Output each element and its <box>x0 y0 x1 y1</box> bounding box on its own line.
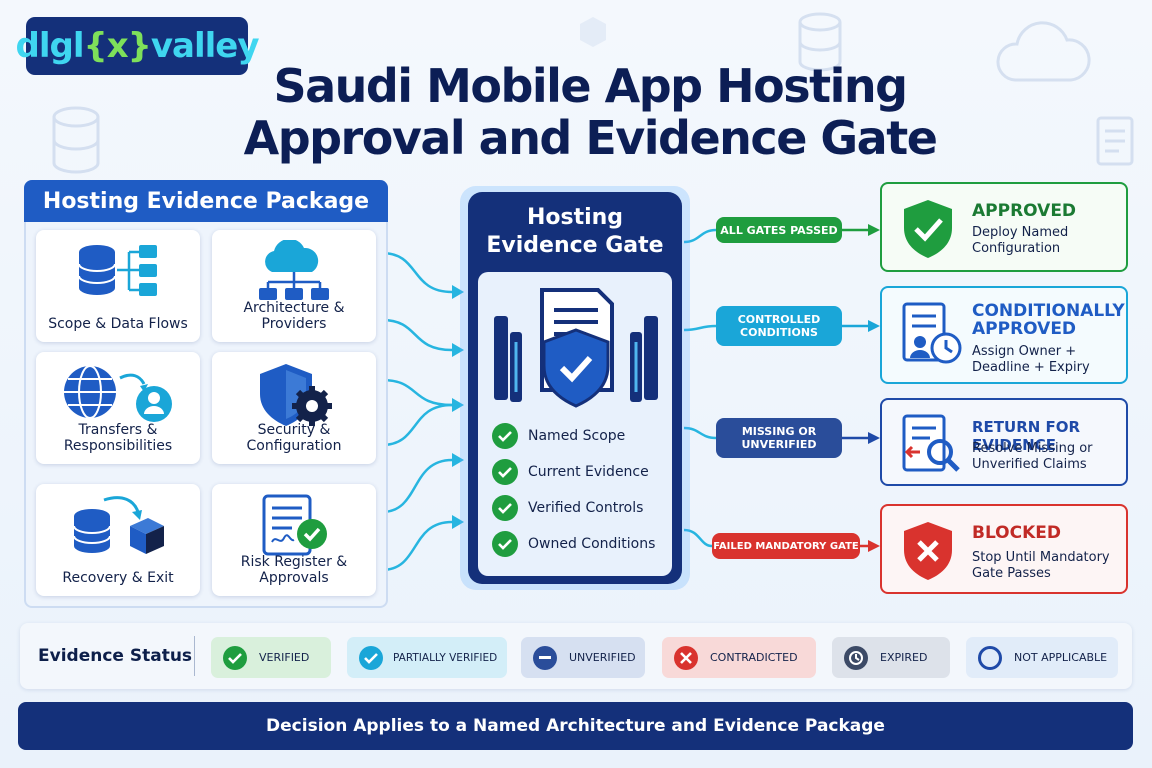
status-chip-expired: EXPIRED <box>832 637 950 678</box>
title-line-2: Approval and Evidence Gate <box>243 111 938 165</box>
hexagon-bg-icon <box>580 17 606 47</box>
card-risk-register-approvals: Risk Register & Approvals <box>212 484 376 596</box>
connector-risk <box>381 520 453 572</box>
card-label: Scope & Data Flows <box>48 316 188 332</box>
logo-part-1: dlgl <box>15 26 85 66</box>
clock-icon <box>844 645 868 670</box>
outcome-desc-1: Resolve Missing or <box>972 441 1093 456</box>
evidence-package-heading: Hosting Evidence Package <box>24 180 388 222</box>
outcome-approved: APPROVED Deploy Named Configuration <box>880 182 1128 272</box>
pill-failed-mandatory-gate: FAILED MANDATORY GATE <box>712 533 860 559</box>
gate-check-named-scope: Named Scope <box>492 421 672 451</box>
outcome-desc-1: Deploy Named <box>972 225 1069 240</box>
check-icon <box>492 459 518 485</box>
connector-security <box>381 403 453 447</box>
card-architecture-providers: Architecture & Providers <box>212 230 376 342</box>
status-chip-not-applicable: NOT APPLICABLE <box>966 637 1118 678</box>
cloud-network-icon <box>259 240 329 300</box>
status-chip-verified: VERIFIED <box>211 637 331 678</box>
database-bg-icon <box>798 12 842 72</box>
card-label: Transfers & Responsibilities <box>63 422 173 454</box>
pill-all-gates-passed: ALL GATES PASSED <box>716 217 842 243</box>
card-security-configuration: Security & Configuration <box>212 352 376 464</box>
card-scope-data-flows: Scope & Data Flows <box>36 230 200 342</box>
outcome-conditionally-approved: CONDITIONALLY APPROVED Assign Owner + De… <box>880 286 1128 384</box>
gate-check-label: Named Scope <box>528 428 626 444</box>
status-chip-label: VERIFIED <box>259 651 310 664</box>
title-line-1: Saudi Mobile App Hosting <box>273 59 908 113</box>
shield-check-icon <box>904 200 952 258</box>
gate-document-shield-icon <box>494 288 658 408</box>
outcome-blocked: BLOCKED Stop Until Mandatory Gate Passes <box>880 504 1128 594</box>
card-label: Risk Register & Approvals <box>240 554 348 586</box>
check-icon <box>359 645 383 670</box>
gate-check-owned-conditions: Owned Conditions <box>492 529 672 559</box>
status-chip-label: EXPIRED <box>880 651 928 664</box>
gate-check-verified-controls: Verified Controls <box>492 493 672 523</box>
card-label: Recovery & Exit <box>62 570 174 586</box>
brand-logo: dlgl{x}valley <box>16 17 259 75</box>
outcome-heading: APPROVED <box>972 201 1077 221</box>
gate-check-label: Verified Controls <box>528 500 644 516</box>
check-icon <box>223 645 247 670</box>
outcome-desc-2: Deadline + Expiry <box>972 360 1090 375</box>
document-search-icon <box>902 414 960 472</box>
gate-title: Hosting Evidence Gate <box>486 205 664 258</box>
pill-controlled-conditions: CONTROLLED CONDITIONS <box>716 306 842 346</box>
footer-banner: Decision Applies to a Named Architecture… <box>18 702 1133 750</box>
connector-scope <box>381 251 453 294</box>
page-title: Saudi Mobile App Hosting Approval and Ev… <box>200 60 980 164</box>
shield-x-icon <box>904 522 952 580</box>
outcome-desc-2: Unverified Claims <box>972 457 1087 472</box>
status-chip-label: PARTIALLY VERIFIED <box>393 651 498 664</box>
connector-architecture <box>381 318 453 352</box>
globe-user-icon <box>64 365 172 422</box>
circle-icon <box>978 645 1002 670</box>
outcome-desc-1: Assign Owner + <box>972 344 1077 359</box>
check-icon <box>492 531 518 557</box>
status-chip-label: NOT APPLICABLE <box>1014 651 1108 664</box>
x-icon <box>674 645 698 670</box>
gate-check-label: Owned Conditions <box>528 536 656 552</box>
status-divider <box>194 636 195 676</box>
document-clock-icon <box>902 302 962 364</box>
database-box-icon <box>73 496 164 554</box>
status-chip-label: CONTRADICTED <box>710 651 798 664</box>
check-icon <box>492 495 518 521</box>
outcome-heading: RETURN FOR EVIDENCE <box>972 418 1081 454</box>
outcome-desc-2: Gate Passes <box>972 566 1051 581</box>
card-recovery-exit: Recovery & Exit <box>36 484 200 596</box>
document-check-icon <box>262 494 327 556</box>
minus-icon <box>533 645 557 670</box>
gate-check-label: Current Evidence <box>528 464 649 480</box>
status-chip-contradicted: CONTRADICTED <box>662 637 816 678</box>
shield-gear-icon <box>260 364 332 426</box>
gate-check-current-evidence: Current Evidence <box>492 457 672 487</box>
status-chip-unverified: UNVERIFIED <box>521 637 645 678</box>
outcome-return-for-evidence: RETURN FOR EVIDENCE Resolve Missing or U… <box>880 398 1128 486</box>
document-bg-icon <box>1096 116 1134 166</box>
database-bg-icon <box>52 106 100 174</box>
database-flow-icon <box>78 245 157 296</box>
card-transfers-responsibilities: Transfers & Responsibilities <box>36 352 200 464</box>
logo-part-2: {x} <box>83 26 152 66</box>
status-chip-partially-verified: PARTIALLY VERIFIED <box>347 637 507 678</box>
logo-part-3: valley <box>150 26 260 66</box>
pill-missing-or-unverified: MISSING OR UNVERIFIED <box>716 418 842 458</box>
outcome-desc-2: Configuration <box>972 241 1061 256</box>
outcome-heading: CONDITIONALLY APPROVED <box>972 301 1125 339</box>
evidence-status-label: Evidence Status <box>38 646 193 666</box>
status-chip-label: UNVERIFIED <box>569 651 636 664</box>
connector-recovery <box>381 458 453 514</box>
card-label: Architecture & Providers <box>243 300 345 332</box>
check-icon <box>492 423 518 449</box>
cloud-bg-icon <box>996 21 1091 82</box>
outcome-desc-1: Stop Until Mandatory <box>972 550 1110 565</box>
outcome-heading: BLOCKED <box>972 523 1062 543</box>
connector-transfers <box>381 378 453 407</box>
